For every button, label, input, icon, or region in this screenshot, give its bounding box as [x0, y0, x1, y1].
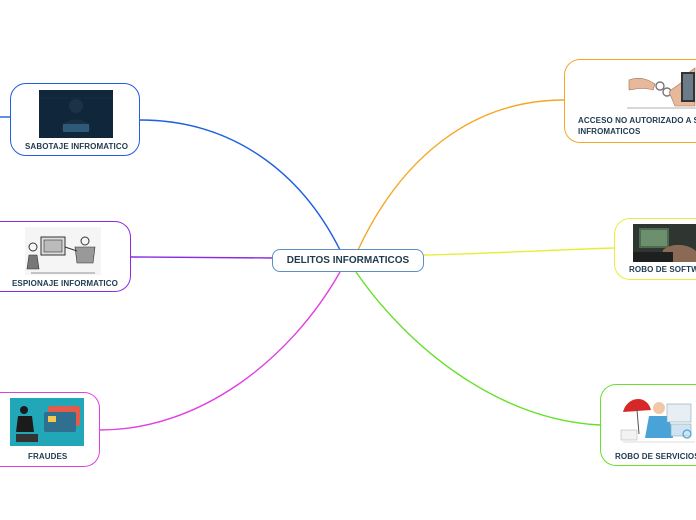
- robo-servicios-label: ROBO DE SERVICIOS: [615, 452, 696, 461]
- sabotaje-hacker-image: [39, 90, 113, 138]
- robo-software-label: ROBO DE SOFTWARE: [629, 265, 696, 274]
- sabotaje-label: SABOTAJE INFROMATICO: [25, 142, 129, 151]
- node-fraudes[interactable]: FRAUDES: [0, 392, 100, 467]
- node-acceso[interactable]: ACCESO NO AUTORIZADO A SISTEMAS INFROMAT…: [564, 59, 696, 143]
- acceso-label-line1: ACCESO NO AUTORIZADO A SISTEMAS: [578, 116, 696, 125]
- node-sabotaje[interactable]: SABOTAJE INFROMATICO: [10, 83, 140, 156]
- link-robo-software: [423, 247, 615, 256]
- link-sabotaje: [139, 119, 341, 251]
- espionaje-label: ESPIONAJE INFORMATICO: [12, 279, 118, 288]
- link-espionaje: [130, 256, 273, 259]
- fraudes-card-image: [10, 398, 84, 446]
- node-robo-servicios[interactable]: ROBO DE SERVICIOS: [600, 384, 696, 466]
- node-espionaje[interactable]: ESPIONAJE INFORMATICO: [0, 221, 131, 292]
- robo-software-laptop-image: [633, 224, 696, 262]
- espionaje-cartoon-image: [25, 227, 101, 275]
- fraudes-label: FRAUDES: [28, 452, 68, 461]
- link-acceso: [357, 99, 565, 251]
- acceso-handcuff-image: [627, 66, 696, 112]
- robo-servicios-image: [617, 390, 696, 446]
- central-topic[interactable]: DELITOS INFORMATICOS: [272, 249, 424, 272]
- acceso-label-line2: INFROMATICOS: [578, 127, 641, 136]
- link-fraudes: [99, 271, 341, 431]
- node-robo-software[interactable]: ROBO DE SOFTWARE: [614, 218, 696, 280]
- link-robo-servicios: [355, 271, 601, 426]
